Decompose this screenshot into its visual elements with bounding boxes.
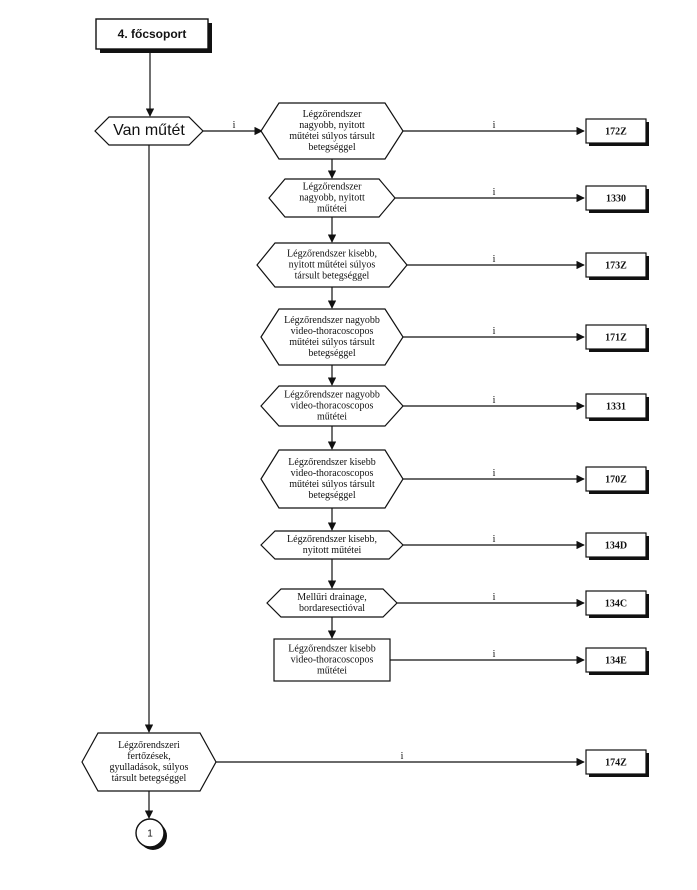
procedure-p8-label-line: bordaresectióval bbox=[299, 603, 365, 614]
code-box-174Z-label: 174Z bbox=[605, 757, 627, 768]
code-box-170Z-label: 170Z bbox=[605, 474, 627, 485]
code-box-1330 bbox=[585, 185, 647, 211]
code-box-170Z bbox=[585, 466, 647, 492]
procedure-p1-label-line: betegséggel bbox=[308, 142, 355, 153]
code-box-134D bbox=[585, 532, 647, 558]
procedure-p1-label-line: nagyobb, nyitott bbox=[299, 120, 365, 131]
code-box-134D-label: 134D bbox=[605, 540, 627, 551]
procedure-p5-label-line: műtétei bbox=[317, 411, 347, 422]
edge-p6-yes-label: i bbox=[493, 468, 496, 479]
procedure-p4-label-line: betegséggel bbox=[308, 348, 355, 359]
code-box-172Z bbox=[585, 118, 647, 144]
code-box-171Z-label: 171Z bbox=[605, 332, 627, 343]
start-box bbox=[95, 18, 209, 50]
edge-p3-yes-label: i bbox=[493, 254, 496, 265]
procedure-p3-label-line: társult betegséggel bbox=[295, 270, 370, 281]
procedure-p6-label-line: műtétei súlyos társult bbox=[289, 479, 375, 490]
code-box-171Z bbox=[585, 324, 647, 350]
connector-circle bbox=[135, 818, 165, 848]
procedure-p4-label-line: video-thoracoscopos bbox=[291, 326, 374, 337]
edge-p5-yes-label: i bbox=[493, 395, 496, 406]
edge-fertozesek-yes-label: i bbox=[401, 751, 404, 762]
edge-van-mutet-yes-label: i bbox=[233, 120, 236, 131]
procedure-p7-label-line: nyitott műtétei bbox=[303, 545, 362, 556]
code-box-134C bbox=[585, 590, 647, 616]
procedure-p8-label-line: Mellűri drainage, bbox=[297, 592, 366, 603]
procedure-p5-label-line: Légzőrendszer nagyobb bbox=[284, 389, 380, 400]
start-box-label: 4. főcsoport bbox=[118, 27, 187, 41]
procedure-p5-label-line: video-thoracoscopos bbox=[291, 400, 374, 411]
code-box-173Z-label: 173Z bbox=[605, 260, 627, 271]
procedure-p2-label-line: műtétei bbox=[317, 203, 347, 214]
decision-legzorendszeri-label-line: társult betegséggel bbox=[112, 773, 187, 784]
procedure-p3-label-line: nyitott műtétei súlyos bbox=[289, 259, 376, 270]
edge-p2-yes-label: i bbox=[493, 187, 496, 198]
decision-legzorendszeri-label-line: fertőzések, bbox=[127, 751, 171, 762]
procedure-p9-label-line: Légzőrendszer kisebb bbox=[288, 643, 375, 654]
procedure-p2-label-line: Légzőrendszer bbox=[303, 181, 363, 192]
procedure-p3-label-line: Légzőrendszer kisebb, bbox=[287, 248, 377, 259]
code-box-134E-label: 134E bbox=[605, 655, 627, 666]
procedure-p7-label-line: Légzőrendszer kisebb, bbox=[287, 534, 377, 545]
procedure-p9-label-line: műtétei bbox=[317, 665, 347, 676]
decision-van-mutet-label-line: Van műtét bbox=[113, 122, 185, 139]
code-box-1331 bbox=[585, 393, 647, 419]
procedure-p6-label-line: Légzőrendszer kisebb bbox=[288, 457, 375, 468]
procedure-p6-label-line: betegséggel bbox=[308, 490, 355, 501]
code-box-172Z-label: 172Z bbox=[605, 126, 627, 137]
decision-legzorendszeri-label-line: gyulladások, súlyos bbox=[110, 762, 189, 773]
procedure-p4-label-line: Légzőrendszer nagyobb bbox=[284, 315, 380, 326]
procedure-p6-label-line: video-thoracoscopos bbox=[291, 468, 374, 479]
procedure-p9 bbox=[273, 638, 391, 682]
procedure-p9-label-line: video-thoracoscopos bbox=[291, 654, 374, 665]
procedure-p4-label-line: műtétei súlyos társult bbox=[289, 337, 375, 348]
code-box-174Z bbox=[585, 749, 647, 775]
procedure-p1-label-line: műtétei súlyos társult bbox=[289, 131, 375, 142]
edge-p9-yes-label: i bbox=[493, 649, 496, 660]
code-box-1331-label: 1331 bbox=[606, 401, 626, 412]
edge-p1-yes-label: i bbox=[493, 120, 496, 131]
edge-p4-yes-label: i bbox=[493, 326, 496, 337]
decision-legzorendszeri-label-line: Légzőrendszeri bbox=[118, 740, 180, 751]
diagram-shapes bbox=[81, 18, 649, 850]
edge-p8-yes-label: i bbox=[493, 592, 496, 603]
code-box-134C-label: 134C bbox=[605, 598, 627, 609]
connector-label: 1 bbox=[147, 829, 153, 840]
edge-p7-yes-label: i bbox=[493, 534, 496, 545]
code-box-1330-label: 1330 bbox=[606, 193, 626, 204]
procedure-p2-label-line: nagyobb, nyitott bbox=[299, 192, 365, 203]
procedure-p1-label-line: Légzőrendszer bbox=[303, 109, 363, 120]
code-box-134E bbox=[585, 647, 647, 673]
code-box-173Z bbox=[585, 252, 647, 278]
